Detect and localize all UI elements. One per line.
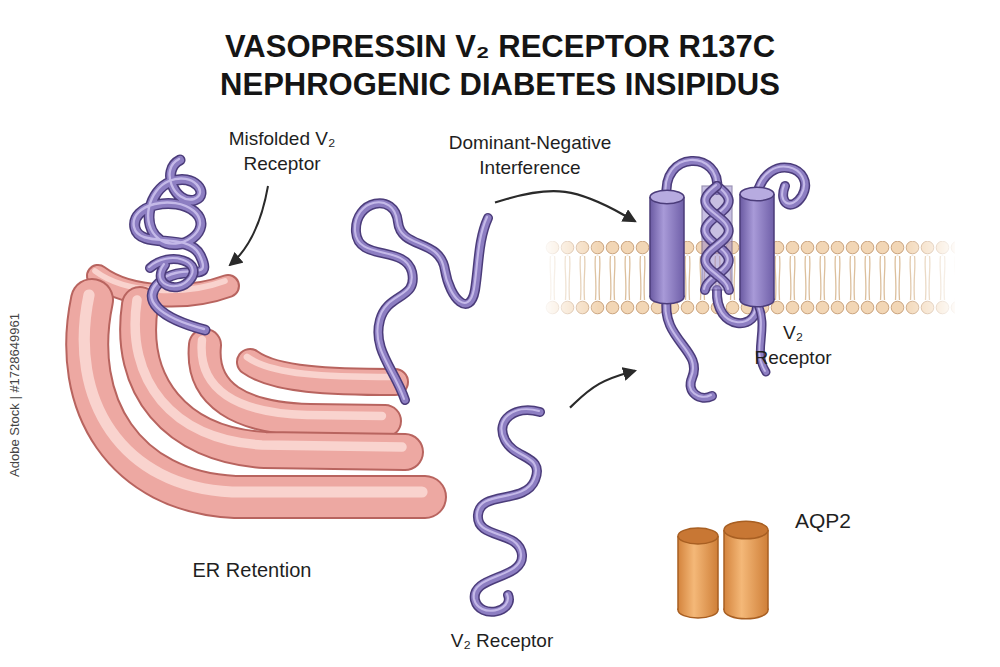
unfolded-receptor-chain-shape (345, 180, 495, 405)
edge-label: Dominant-Negative Interference (420, 130, 640, 180)
helix-cylinder-top (650, 190, 684, 204)
node-label: AQP2 (795, 508, 865, 533)
arrow-connector (495, 191, 635, 221)
protein-chain (135, 160, 205, 330)
misfolded-receptor: Misfolded V₂ Receptor (110, 120, 360, 335)
er-cisterna-outline (205, 345, 385, 421)
protein-chain-highlight (355, 202, 487, 399)
helix-cylinder (740, 194, 774, 300)
protein-chain-outline (705, 186, 729, 290)
protein-chain (705, 186, 729, 290)
protein-chain (475, 410, 540, 612)
protein-chain-outline (356, 203, 488, 400)
helix-cylinder-side (740, 194, 774, 300)
diagram-title: VASOPRESSIN V₂ RECEPTOR R137C NEPHROGENI… (140, 28, 860, 104)
node-label: ER Retention (162, 558, 342, 583)
er-cisterna (138, 305, 405, 452)
watermark-id: Adobe Stock | #1728649961 (7, 265, 23, 525)
arrow-connector (570, 371, 635, 408)
aqp2-channel: AQP2 (670, 500, 870, 615)
protein-chain-outline (705, 186, 729, 290)
unfolded-receptor-chain (345, 180, 495, 405)
er-cisterna (205, 345, 385, 421)
protein-chain-outline (135, 160, 205, 330)
helix-cylinder-side (650, 197, 684, 297)
receptor-chain: V₂ Receptor (440, 400, 570, 655)
protein-chain-highlight (704, 185, 728, 289)
channel-half (678, 536, 718, 610)
misfolded-receptor-shape (110, 120, 360, 335)
channel-half-top (724, 521, 768, 539)
membrane-receptor-shape (635, 160, 835, 405)
channel-half (724, 530, 768, 610)
receptor-chain-shape (440, 400, 570, 655)
protein-chain (356, 203, 488, 400)
membrane-receptor: V₂ Receptor (635, 160, 835, 405)
protein-chain (705, 186, 729, 290)
protein-chain-highlight (474, 409, 539, 611)
node-label: V₂ Receptor (442, 628, 562, 653)
node-label: V₂ Receptor (748, 320, 838, 370)
protein-chain-highlight (665, 297, 711, 397)
er-cisterna-highlight (202, 340, 382, 416)
channel-half-side (724, 530, 768, 610)
protein-chain-highlight (149, 258, 193, 286)
leader-arrow (230, 186, 268, 265)
twisted-helix-core (702, 186, 732, 290)
channel-half-side (678, 536, 718, 610)
channel-half-top (678, 528, 718, 544)
node-label: Misfolded V₂ Receptor (202, 126, 362, 176)
protein-chain (150, 259, 194, 287)
protein-chain-outline (475, 410, 540, 612)
helix-cylinder (650, 197, 684, 297)
er-cisterna-highlight (247, 357, 392, 377)
er-cisterna-outline (138, 305, 405, 452)
protein-chain (666, 298, 712, 398)
er-cisterna-highlight (84, 295, 422, 492)
protein-chain-outline (150, 259, 194, 287)
protein-chain-highlight (134, 159, 204, 329)
protein-chain-outline (666, 298, 712, 398)
helix-cylinder-top (740, 187, 774, 201)
